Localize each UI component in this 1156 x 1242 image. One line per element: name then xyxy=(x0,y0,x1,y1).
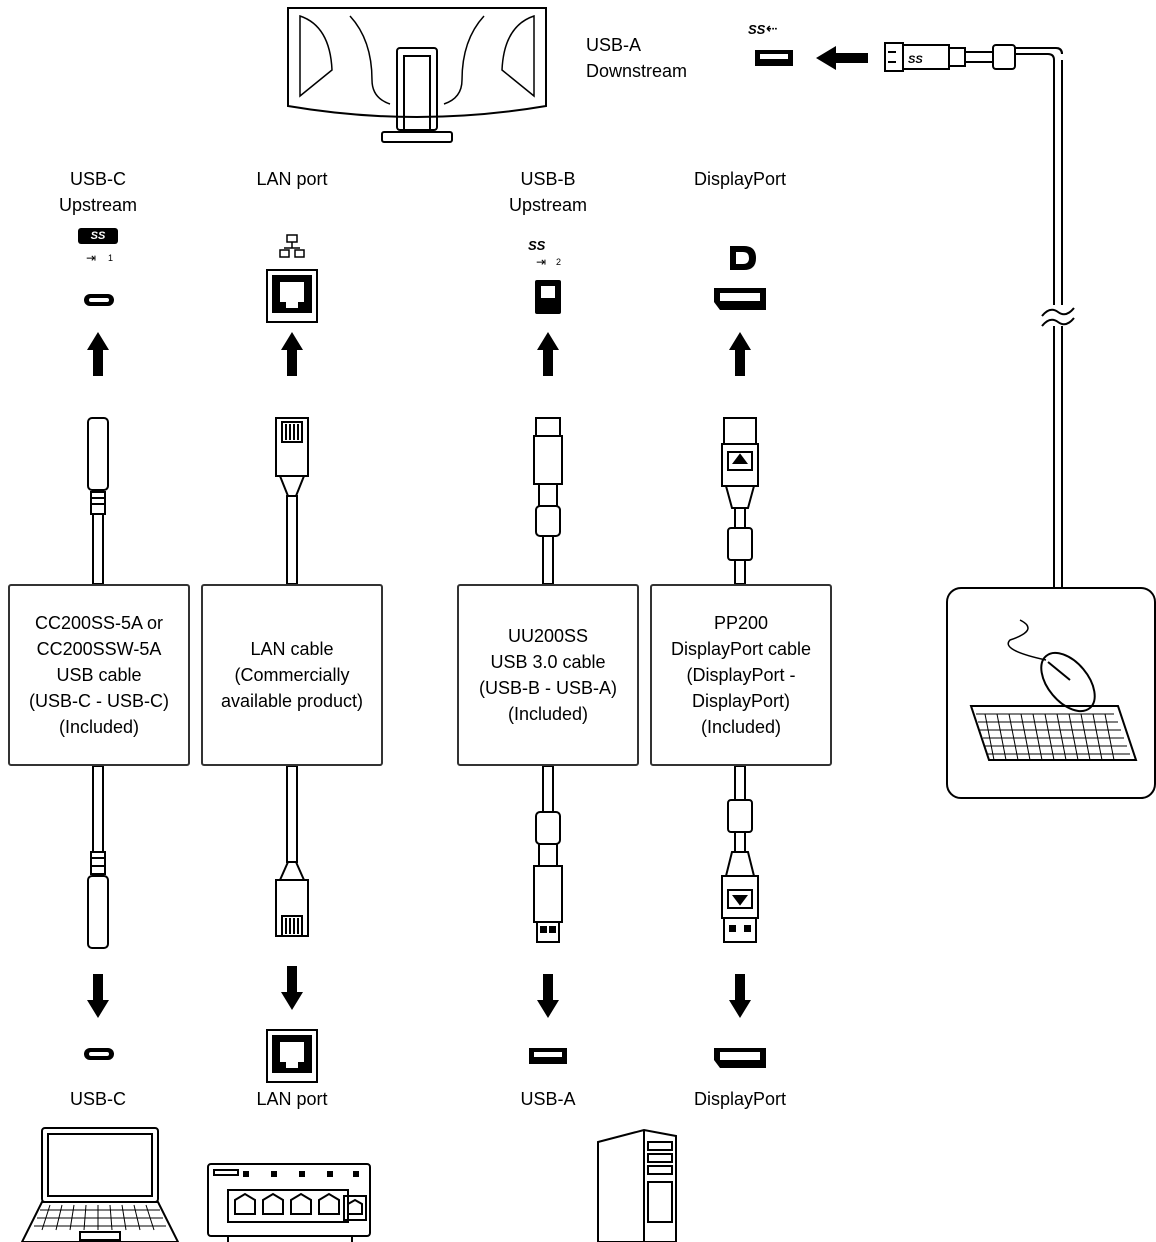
usb-c-upstream-label: USB-C Upstream xyxy=(58,169,138,215)
usb-c-port-bottom-icon xyxy=(84,1048,114,1060)
displayport-top-label: DisplayPort xyxy=(693,169,787,189)
usb-b-upstream-label: USB-B Upstream xyxy=(508,169,588,215)
arrow-down-icon xyxy=(281,966,303,1010)
displayport-bottom-label: DisplayPort xyxy=(693,1089,787,1109)
displayport-port-top-icon xyxy=(714,288,766,310)
usb-b-input-icon: ⇥ xyxy=(536,255,547,269)
keyboard-keys xyxy=(978,713,1130,761)
usb-ss-logo-top: SS xyxy=(748,22,766,37)
arrow-up-icon xyxy=(729,332,751,376)
lan-port-bottom-label: LAN port xyxy=(256,1089,328,1109)
displayport-cable-box: PP200 DisplayPort cable (DisplayPort - D… xyxy=(650,584,832,766)
usb-ss-mark: SS xyxy=(908,54,923,66)
usb-b-port-icon xyxy=(535,280,561,314)
usb-c-ss-badge: SS xyxy=(78,228,118,244)
arrow-up-icon xyxy=(87,332,109,376)
usb-b-ss-logo: SS xyxy=(528,238,546,253)
network-icon xyxy=(279,234,305,258)
network-switch-icon xyxy=(207,1163,371,1242)
arrow-up-icon xyxy=(537,332,559,376)
laptop-icon xyxy=(20,1127,180,1242)
keyboard-mouse-box xyxy=(946,587,1156,799)
pc-tower-icon xyxy=(597,1128,677,1242)
usb-c-upstream-port-icon xyxy=(84,294,114,306)
lan-port-top-label: LAN port xyxy=(256,169,328,189)
usb-b-plug-icon xyxy=(533,417,563,585)
arrow-up-icon xyxy=(281,332,303,376)
input-icon: ⇥ xyxy=(86,251,97,265)
usb-a-cable-bottom xyxy=(533,765,563,943)
lan-port-bottom-icon xyxy=(266,1029,318,1083)
displayport-logo-icon xyxy=(730,246,756,270)
arrow-left-icon xyxy=(816,46,868,70)
lan-cable-bottom xyxy=(275,765,309,937)
lan-plug-top-icon xyxy=(275,417,309,585)
usb-b-index: 2 xyxy=(556,257,562,267)
keyboard-cable-line xyxy=(1015,47,1075,588)
usb-c-cable-bottom xyxy=(87,765,109,949)
arrow-down-icon xyxy=(729,974,751,1018)
usb-c-cable-box: CC200SS-5A or CC200SSW-5A USB cable (USB… xyxy=(8,584,190,766)
arrow-down-icon xyxy=(87,974,109,1018)
usb-c-plug-top-icon xyxy=(87,417,109,585)
monitor-rear-icon xyxy=(287,7,547,143)
usb-c-bottom-label: USB-C xyxy=(69,1089,126,1109)
displayport-port-bottom-icon xyxy=(714,1048,766,1068)
lan-cable-box: LAN cable (Commercially available produc… xyxy=(201,584,383,766)
usb-a-port-bottom-icon xyxy=(529,1048,567,1064)
displayport-cable-bottom xyxy=(721,765,759,943)
usb-a-downstream-port-icon xyxy=(755,50,793,66)
usb-a-plug-icon xyxy=(884,42,1016,72)
usb-a-downstream-label: USB-A Downstream xyxy=(586,35,688,81)
usb-a-bottom-label: USB-A xyxy=(520,1089,576,1109)
arrow-down-icon xyxy=(537,974,559,1018)
lan-port-top-icon xyxy=(266,269,318,323)
usb-ss-arrow-icon: ⇠ xyxy=(766,20,778,36)
displayport-plug-top-icon xyxy=(721,417,759,585)
usb-b-cable-box: UU200SS USB 3.0 cable (USB-B - USB-A) (I… xyxy=(457,584,639,766)
usb-c-index: 1 xyxy=(108,253,114,263)
